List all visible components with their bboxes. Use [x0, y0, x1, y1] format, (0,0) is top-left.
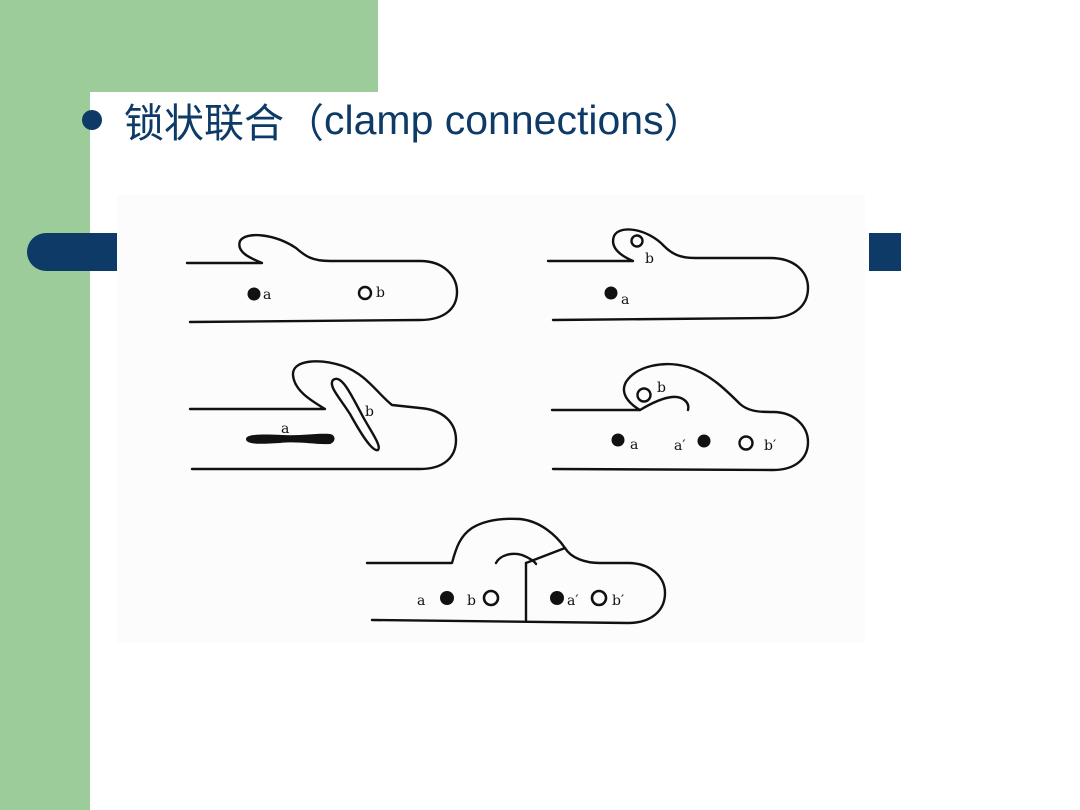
nucleus-label: b	[645, 251, 654, 267]
nucleus-label: b	[657, 380, 666, 396]
nucleus-dot	[440, 591, 454, 605]
decorative-square	[869, 233, 901, 271]
bullet-icon	[82, 110, 102, 130]
nucleus-label: a	[263, 287, 271, 303]
septum-upper	[524, 546, 567, 565]
dividing-nucleus-elongated	[330, 377, 380, 452]
hypha-outline	[185, 233, 459, 324]
title-paren-close: ）	[663, 101, 704, 147]
nucleus-label: a′	[567, 593, 579, 609]
clamp-inner-arch	[494, 552, 538, 566]
nucleus-ring	[590, 589, 608, 607]
decorative-pill	[27, 233, 122, 271]
panel-2: b a	[546, 228, 810, 322]
nucleus-dot	[604, 286, 618, 300]
nucleus-ring	[738, 435, 754, 451]
nucleus-dot	[550, 591, 564, 605]
hypha-outline	[546, 228, 810, 322]
nucleus-label: a	[417, 593, 425, 609]
nucleus-dot	[247, 287, 261, 301]
nucleus-label: b	[376, 285, 385, 301]
nucleus-ring	[630, 234, 644, 248]
sidebar-green-band	[0, 0, 90, 810]
panel-4: b a a′ b′	[550, 363, 810, 472]
clamp-hook-inner	[638, 395, 690, 412]
nucleus-label: b	[365, 404, 374, 420]
nucleus-ring	[482, 589, 500, 607]
panel-5: a b a′ b′	[365, 517, 667, 625]
nucleus-label: a	[621, 292, 629, 308]
slide-title: 锁状联合 （ clamp connections ）	[82, 92, 704, 148]
nucleus-label: b	[467, 593, 476, 609]
nucleus-dot	[611, 433, 625, 447]
hypha-outline	[188, 360, 458, 471]
title-paren-open: （	[284, 101, 324, 147]
title-english: clamp connections	[324, 96, 664, 143]
hypha-outline	[550, 363, 810, 472]
panel-1: a b	[185, 233, 459, 324]
nucleus-ring	[357, 285, 373, 301]
title-chinese: 锁状联合	[124, 101, 284, 147]
nucleus-label: a	[281, 421, 289, 437]
dividing-nucleus-a	[246, 433, 335, 445]
nucleus-dot	[697, 434, 711, 448]
panel-3: b a	[188, 360, 458, 471]
nucleus-label: a	[630, 437, 638, 453]
nucleus-label: b′	[612, 593, 624, 609]
top-green-block	[90, 0, 378, 92]
nucleus-label: b′	[764, 438, 776, 454]
figure-background	[117, 195, 865, 643]
nucleus-label: a′	[674, 438, 686, 454]
nucleus-ring	[636, 387, 652, 403]
